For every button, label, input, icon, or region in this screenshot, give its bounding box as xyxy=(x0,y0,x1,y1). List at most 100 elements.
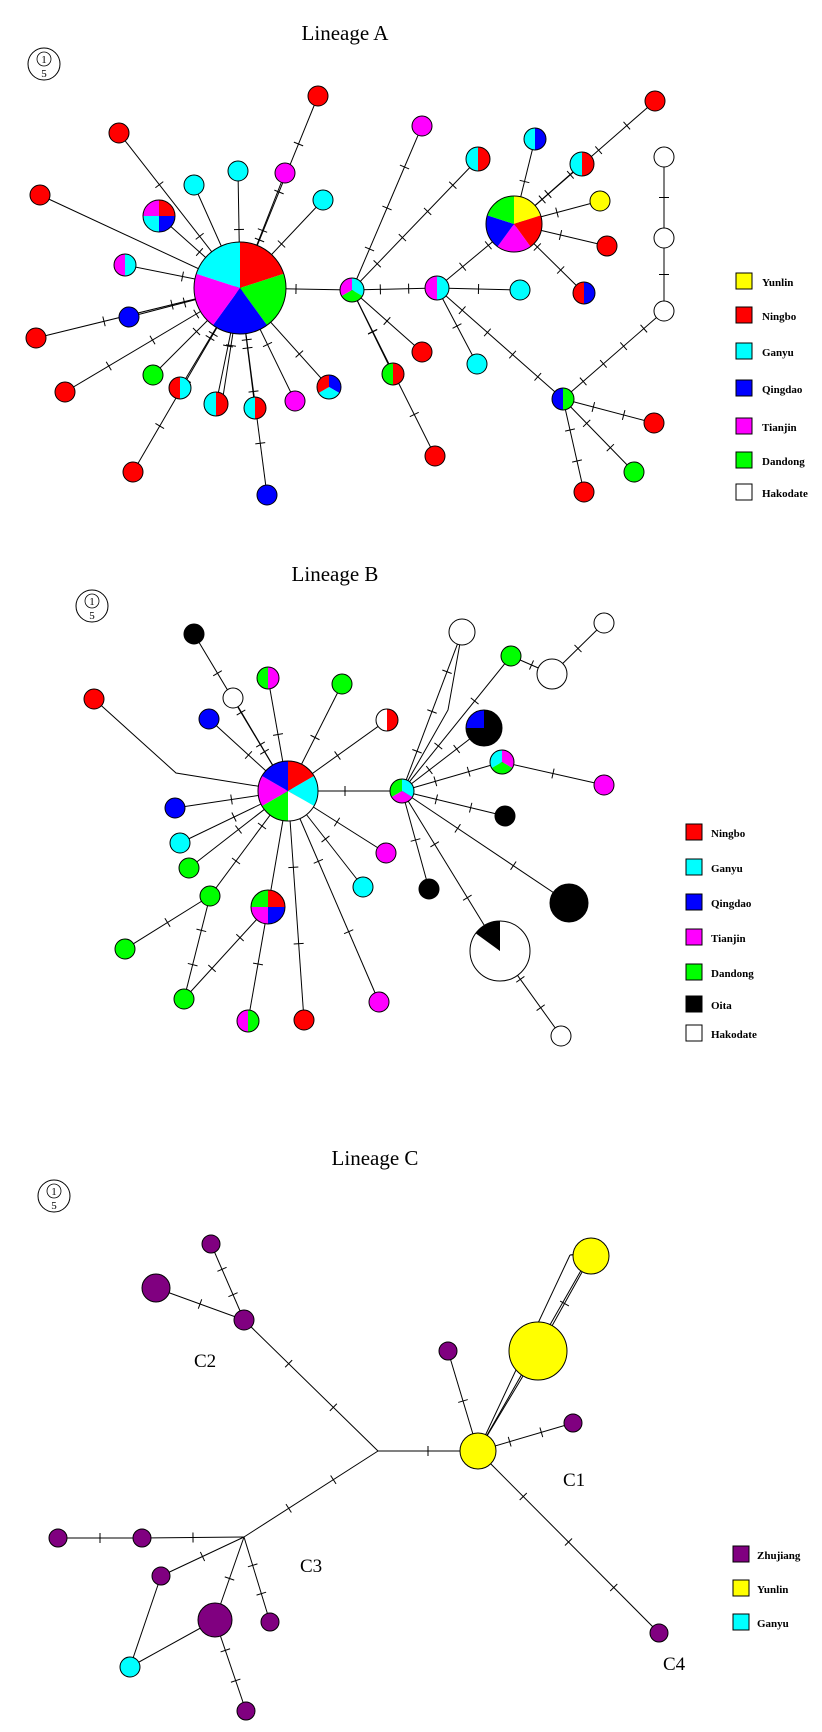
lineage-a-title: Lineage A xyxy=(302,21,390,45)
haplotype-node xyxy=(368,991,390,1013)
haplotype-node xyxy=(536,658,568,690)
lineage-b-legend: Ningbo Ganyu Qingdao Tianjin Dandong Oit… xyxy=(685,823,757,1042)
legend-swatch xyxy=(685,893,703,911)
haplotype-node xyxy=(485,195,543,253)
network-edge xyxy=(58,1533,142,1543)
network-edge xyxy=(287,790,380,1003)
lineage-a-edges xyxy=(35,95,669,496)
legend-swatch xyxy=(685,963,703,981)
haplotype-node xyxy=(173,988,195,1010)
network-edge xyxy=(562,310,665,400)
haplotype-node xyxy=(593,612,615,634)
haplotype-node xyxy=(649,1623,669,1643)
network-edge xyxy=(183,906,269,1000)
network-edge xyxy=(141,1532,245,1543)
haplotype-node xyxy=(411,115,433,137)
haplotype-node xyxy=(25,327,47,349)
lineage-b-network: Lineage B 1 5 Ningbo Ganyu Qingdao Tianj… xyxy=(75,562,757,1047)
legend-swatch xyxy=(685,928,703,946)
clade-label-c4: C4 xyxy=(663,1654,686,1675)
haplotype-node xyxy=(169,832,191,854)
haplotype-node xyxy=(549,883,589,923)
lineage-b-nodes xyxy=(83,612,615,1047)
haplotype-node xyxy=(551,387,575,411)
legend-swatch xyxy=(735,379,753,397)
haplotype-node xyxy=(83,688,105,710)
legend-swatch xyxy=(735,272,753,290)
network-edge xyxy=(160,1536,245,1577)
haplotype-node xyxy=(623,461,645,483)
haplotype-node xyxy=(151,1566,171,1586)
haplotype-node xyxy=(389,778,415,804)
haplotype-node xyxy=(448,618,476,646)
legend-label: Dandong xyxy=(711,968,754,980)
network-edge xyxy=(401,655,512,792)
lineage-c-nodes xyxy=(48,1234,669,1721)
network-edge xyxy=(401,790,506,817)
network-edge xyxy=(243,1536,271,1623)
legend-swatch xyxy=(735,342,753,360)
scale-top: 1 xyxy=(51,1186,57,1198)
haplotype-node xyxy=(119,1656,141,1678)
haplotype-node xyxy=(54,381,76,403)
network-edge xyxy=(243,1450,379,1538)
haplotype-node xyxy=(142,199,176,233)
network-edge xyxy=(436,287,478,365)
haplotype-node xyxy=(644,90,666,112)
legend-label: Ganyu xyxy=(757,1618,789,1630)
haplotype-node xyxy=(233,1309,255,1331)
legend-label: Yunlin xyxy=(762,277,793,289)
haplotype-node xyxy=(375,708,399,732)
lineage-b-scale-badge: 1 5 xyxy=(75,589,109,623)
haplotype-node xyxy=(178,857,200,879)
haplotype-node xyxy=(260,1612,280,1632)
haplotype-node xyxy=(250,889,286,925)
network-edge xyxy=(183,895,211,1000)
haplotype-node xyxy=(593,774,615,796)
haplotype-node xyxy=(203,391,229,417)
haplotype-node xyxy=(122,461,144,483)
haplotype-node xyxy=(108,122,130,144)
haplotype-node xyxy=(193,241,287,335)
scale-bottom: 5 xyxy=(41,68,47,80)
network-edge xyxy=(351,289,423,353)
network-edge xyxy=(436,287,564,400)
haplotype-node xyxy=(132,1528,152,1548)
haplotype-node xyxy=(508,1321,568,1381)
haplotype-node xyxy=(284,390,306,412)
legend-swatch xyxy=(732,1545,750,1563)
network-edge xyxy=(401,790,501,952)
haplotype-node xyxy=(653,300,675,322)
network-edge xyxy=(562,398,635,473)
haplotype-node xyxy=(572,281,596,305)
network-edge xyxy=(243,1319,379,1452)
scale-top: 1 xyxy=(41,54,47,66)
haplotype-node xyxy=(201,1234,221,1254)
lineage-c-scale-badge: 1 5 xyxy=(37,1179,71,1213)
legend-swatch xyxy=(685,1024,703,1042)
legend-swatch xyxy=(735,483,753,501)
haplotype-node xyxy=(572,1237,610,1275)
lineage-c-legend: Zhujiang Yunlin Ganyu xyxy=(732,1545,801,1631)
lineage-a-scale-badge: 1 5 xyxy=(27,47,61,81)
haplotype-node xyxy=(489,749,515,775)
network-edge xyxy=(562,398,655,424)
lineage-a-nodes xyxy=(25,85,675,506)
network-edge xyxy=(124,895,211,950)
network-edge xyxy=(401,790,570,904)
haplotype-node xyxy=(653,227,675,249)
haplotype-node xyxy=(222,687,244,709)
haplotype-node xyxy=(500,645,522,667)
legend-label: Yunlin xyxy=(757,1584,788,1596)
network-edge xyxy=(247,906,269,1022)
lineage-c-title: Lineage C xyxy=(332,1146,419,1170)
clade-label-c3: C3 xyxy=(300,1556,322,1577)
haplotype-node xyxy=(256,666,280,690)
legend-label: Tianjin xyxy=(711,933,746,945)
legend-label: Qingdao xyxy=(711,898,752,910)
legend-label: Hakodate xyxy=(711,1029,757,1041)
haplotype-node xyxy=(469,920,531,982)
legend-swatch xyxy=(735,417,753,435)
haplotype-node xyxy=(331,673,353,695)
